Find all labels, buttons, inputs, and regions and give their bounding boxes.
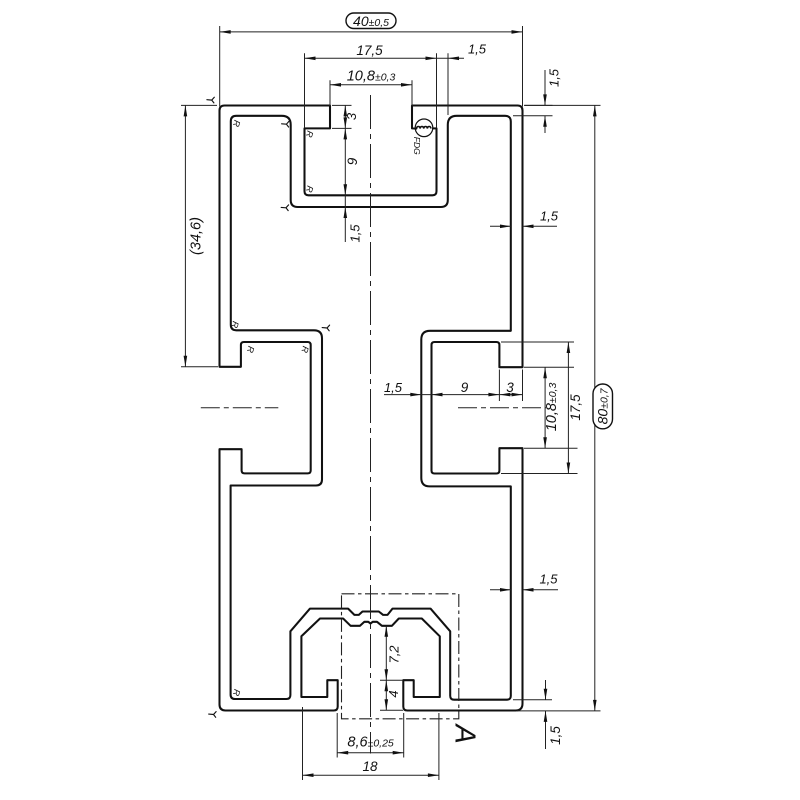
svg-text:80±0,7: 80±0,7 (595, 387, 611, 424)
svg-text:4: 4 (386, 690, 401, 697)
svg-text:9: 9 (345, 157, 360, 165)
svg-text:R: R (299, 345, 310, 354)
svg-text:9: 9 (461, 380, 469, 395)
svg-text:R: R (245, 345, 256, 354)
svg-text:18: 18 (362, 759, 378, 774)
svg-text:1,5: 1,5 (348, 224, 363, 243)
svg-text:R: R (304, 130, 315, 139)
svg-text:1,5: 1,5 (384, 380, 403, 395)
svg-text:8,6±0,25: 8,6±0,25 (347, 735, 394, 751)
svg-text:R: R (231, 688, 242, 697)
svg-text:R: R (304, 185, 315, 194)
svg-text:1,5: 1,5 (468, 42, 487, 57)
svg-text:7,2: 7,2 (387, 645, 402, 664)
svg-text:R: R (231, 119, 242, 128)
svg-text:17,5: 17,5 (356, 43, 383, 58)
svg-text:3: 3 (344, 112, 359, 120)
svg-text:R: R (229, 320, 240, 329)
svg-text:1,5: 1,5 (547, 68, 562, 87)
svg-text:3: 3 (506, 380, 514, 395)
svg-text:1,5: 1,5 (539, 572, 558, 587)
svg-text:1,5: 1,5 (540, 209, 559, 224)
svg-text:40±0,5: 40±0,5 (353, 13, 389, 29)
svg-text:17,5: 17,5 (568, 394, 583, 421)
svg-text:FDG: FDG (412, 137, 422, 155)
svg-text:1,5: 1,5 (548, 726, 563, 745)
svg-text:10,8±0,3: 10,8±0,3 (544, 383, 560, 432)
svg-text:10,8±0,3: 10,8±0,3 (347, 69, 396, 85)
svg-text:A: A (449, 723, 481, 744)
svg-text:(34,6): (34,6) (189, 217, 205, 255)
